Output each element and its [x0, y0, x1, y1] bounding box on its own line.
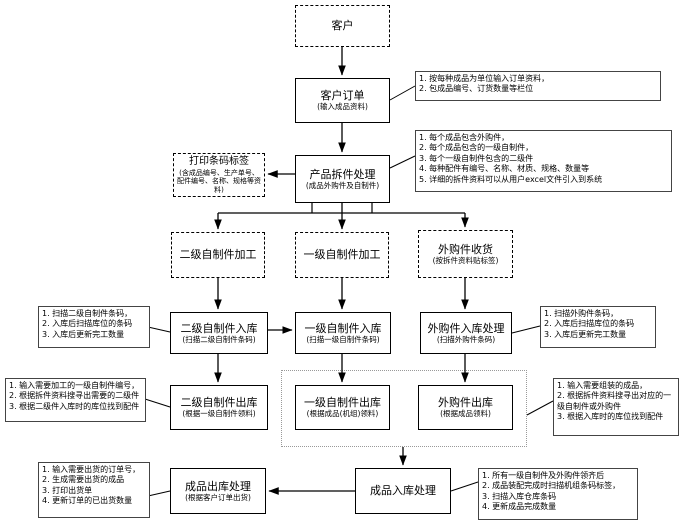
node-level2-inbound-title: 二级自制件入库 [180, 321, 258, 335]
node-customer-order: 客户订单 (输入成品资料) [295, 78, 390, 123]
node-product-disassembly-subtitle: (成品外购件及自制件) [305, 180, 380, 190]
node-print-label-subtitle: (含成品编号、生产单号、配件编号、名称、规格等资料) [177, 169, 261, 194]
node-fg-outbound-subtitle: (根据客户订单出货) [185, 492, 251, 502]
node-purchased-inbound-subtitle: (扫描外购件条码) [436, 334, 496, 344]
node-level2-processing: 二级自制件加工 [171, 232, 265, 278]
node-purchased-inbound-title: 外购件入库处理 [427, 321, 505, 335]
outbound-group-frame [281, 370, 527, 447]
annotation-assembly-outbound-note: 1. 输入需要组装的成品， 2. 根据拆件资料搜寻出对应的一级自制件或外购件 3… [553, 378, 679, 436]
node-level1-processing-title: 一级自制件加工 [303, 248, 381, 262]
node-customer-order-title: 客户订单 [320, 89, 365, 103]
node-level2-outbound: 二级自制件出库 (根据一级自制件领料) [170, 385, 268, 430]
annotation-purchased-inbound-note: 1. 扫描外购件条码， 2. 入库后扫描库位的条码 3. 入库后更新完工数量 [540, 306, 656, 348]
annotation-fg-inbound-note: 1. 所有一级自制件及外购件领齐后 2. 成品装配完成时扫描机组条码标签， 3.… [478, 468, 638, 520]
annotation-level2-inbound-note: 1. 扫描二级自制件条码， 2. 入库后扫描库位的条码 3. 入库后更新完工数量 [38, 306, 150, 348]
node-purchased-receiving-title: 外购件收货 [438, 242, 493, 256]
node-level1-inbound-title: 一级自制件入库 [304, 321, 382, 335]
node-print-label-title: 打印条码标签 [189, 156, 249, 168]
annotation-disassembly-note: 1. 每个成品包含外购件， 2. 每个成品包含的一级自制件， 3. 每个一级自制… [415, 130, 672, 192]
node-fg-inbound-title: 成品入库处理 [370, 484, 436, 498]
node-purchased-receiving: 外购件收货 (按拆件资料贴标签) [418, 230, 513, 278]
node-product-disassembly-title: 产品拆件处理 [309, 167, 376, 181]
node-level1-outbound-title: 一级自制件出库 [304, 396, 381, 410]
node-customer-order-subtitle: (输入成品资料) [317, 102, 368, 112]
annotation-level2-outbound-note: 1. 输入需要加工的一级自制件编号， 2. 根据拆件资料搜寻出需要的二级件 3.… [5, 378, 146, 422]
node-level1-inbound: 一级自制件入库 (扫描一级自制件条码) [295, 312, 391, 354]
node-fg-inbound: 成品入库处理 [355, 468, 451, 514]
node-print-label: 打印条码标签 (含成品编号、生产单号、配件编号、名称、规格等资料) [173, 153, 265, 197]
node-product-disassembly: 产品拆件处理 (成品外购件及自制件) [295, 155, 390, 203]
node-level2-inbound-subtitle: (扫描二级自制件条码) [182, 334, 256, 344]
node-level2-outbound-subtitle: (根据一级自制件领料) [182, 409, 256, 419]
annotation-order-note: 1. 按每种成品为单位输入订单资料， 2. 包成品编号、订货数量等栏位 [415, 71, 661, 101]
node-fg-outbound-title: 成品出库处理 [185, 479, 251, 493]
node-fg-outbound: 成品出库处理 (根据客户订单出货) [170, 468, 266, 514]
node-customer: 客户 [295, 5, 390, 47]
node-level2-processing-title: 二级自制件加工 [179, 248, 257, 262]
node-level2-outbound-title: 二级自制件出库 [180, 396, 258, 410]
node-purchased-outbound: 外购件出库 (根据成品领料) [418, 385, 513, 430]
node-customer-title: 客户 [331, 19, 354, 33]
node-level1-processing: 一级自制件加工 [295, 232, 389, 278]
node-level2-inbound: 二级自制件入库 (扫描二级自制件条码) [170, 312, 268, 354]
node-purchased-receiving-subtitle: (按拆件资料贴标签) [432, 255, 499, 265]
node-level1-outbound-subtitle: (根据成品(机组)领料) [306, 409, 379, 419]
node-level1-outbound: 一级自制件出库 (根据成品(机组)领料) [295, 385, 390, 430]
node-level1-inbound-subtitle: (扫描一级自制件条码) [306, 334, 380, 344]
node-purchased-outbound-title: 外购件出库 [438, 396, 493, 410]
node-purchased-inbound: 外购件入库处理 (扫描外购件条码) [420, 312, 512, 354]
annotation-fg-outbound-note: 1. 输入需要出货的订单号， 2. 生成需要出货的成品 3. 打印出货单 4. … [38, 462, 150, 518]
node-purchased-outbound-subtitle: (根据成品领料) [440, 409, 491, 419]
